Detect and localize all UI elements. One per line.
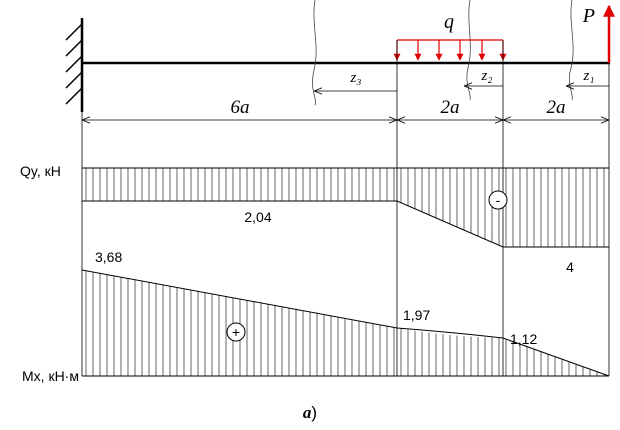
shear-value-left: 2,04 xyxy=(244,209,271,225)
section-guides xyxy=(81,40,610,376)
section-lines xyxy=(312,0,574,106)
shear-value-right: 4 xyxy=(566,259,574,275)
caption-paren: ) xyxy=(311,403,317,422)
moment-value-right: 1,12 xyxy=(510,331,537,347)
moment-diagram xyxy=(81,269,610,377)
moment-value-mid: 1,97 xyxy=(403,307,430,323)
coord-z3-label: z₃ xyxy=(349,70,361,86)
span-6a-label: 6a xyxy=(231,97,250,118)
fixed-support xyxy=(65,18,84,112)
caption-letter: a xyxy=(303,403,312,422)
figure-caption: a) xyxy=(303,403,317,422)
moment-axis-label: Mx, кН·м xyxy=(22,368,79,384)
shear-sign: - xyxy=(496,192,501,208)
span-2a-left-label: 2a xyxy=(441,97,460,118)
moment-sign-badge: + xyxy=(226,322,246,342)
moment-value-left: 3,68 xyxy=(95,249,122,265)
shear-sign-badge: - xyxy=(488,190,508,210)
moment-sign: + xyxy=(232,324,240,340)
load-p-label: P xyxy=(582,5,595,27)
coord-z1-label: z₁ xyxy=(582,68,594,84)
coordinate-dimensions xyxy=(314,86,609,91)
span-2a-right-label: 2a xyxy=(547,97,566,118)
distributed-load xyxy=(393,39,507,61)
coord-z2-label: z₂ xyxy=(480,68,492,84)
shear-axis-label: Qy, кН xyxy=(20,163,61,179)
shear-diagram xyxy=(82,167,609,248)
load-q-label: q xyxy=(444,11,454,33)
